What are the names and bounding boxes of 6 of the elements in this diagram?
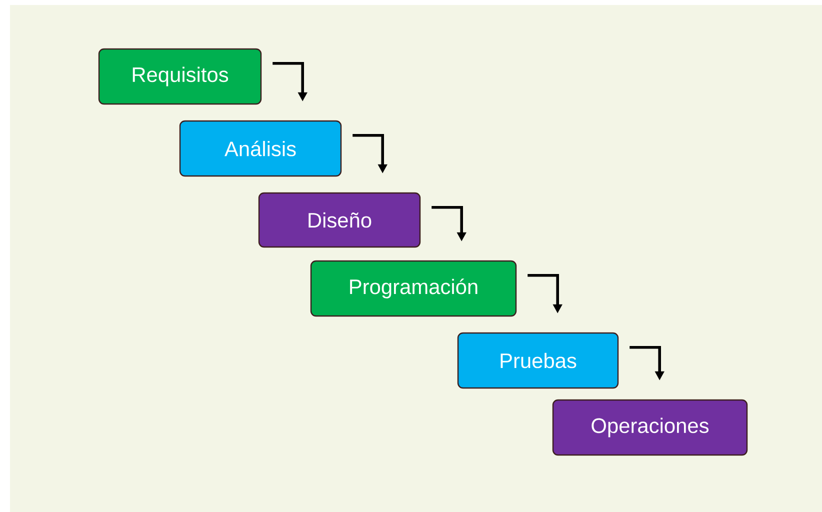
step-box: Diseño xyxy=(258,192,421,248)
step-box: Operaciones xyxy=(552,399,748,456)
step-box: Análisis xyxy=(179,120,342,177)
step-box: Pruebas xyxy=(457,332,619,389)
step-box: Programación xyxy=(310,260,517,317)
step-box: Requisitos xyxy=(98,48,262,105)
